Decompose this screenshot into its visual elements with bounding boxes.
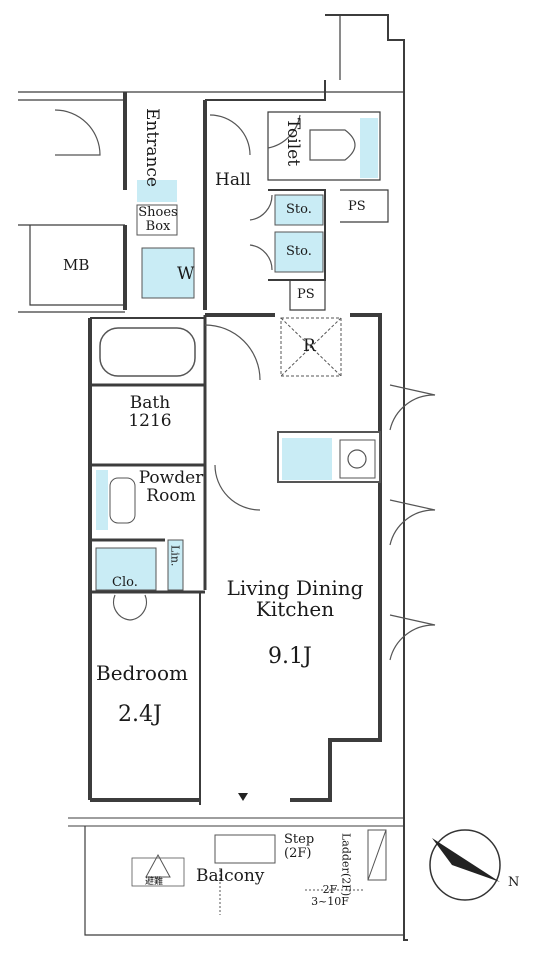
ldk-size: 9.1J [268,644,312,669]
ldk-label: Living Dining Kitchen [226,576,364,621]
toilet-label: Toilet [282,118,303,167]
step-label: Step (2F) [284,832,315,861]
ps-label-1: PS [348,199,366,214]
compass-label: N [508,875,520,890]
closet-label: Clo. [112,575,138,590]
balcony-markings [219,870,365,915]
linen-label: Lin. [168,545,182,567]
compass-icon [429,829,501,901]
evac-hatch-label: 避難 [145,877,164,887]
w-label: W [177,264,195,284]
storage-label-2: Sto. [286,244,312,259]
ps-label-2: PS [297,287,315,302]
powder-room-label: Powder Room [138,468,204,506]
balcony-label: Balcony [196,866,265,886]
r-label: R [303,336,316,356]
hall-label: Hall [215,170,251,190]
doors [54,109,436,661]
bedroom-label: Bedroom [96,661,188,685]
mb-label: MB [63,256,90,274]
entrance-label: Entrance [141,108,162,187]
ladder-label: Ladder (2F) [339,833,353,896]
entry-arrow-icon [238,793,248,801]
fixtures [95,118,387,887]
storage-label-1: Sto. [286,202,312,217]
bedroom-size: 2.4J [118,702,162,727]
outer-walls [18,14,408,941]
floor-note: 2F 3~10F [311,883,349,908]
shoes-box-label: Shoes Box [138,205,178,234]
bath-label: Bath 1216 [128,393,172,431]
